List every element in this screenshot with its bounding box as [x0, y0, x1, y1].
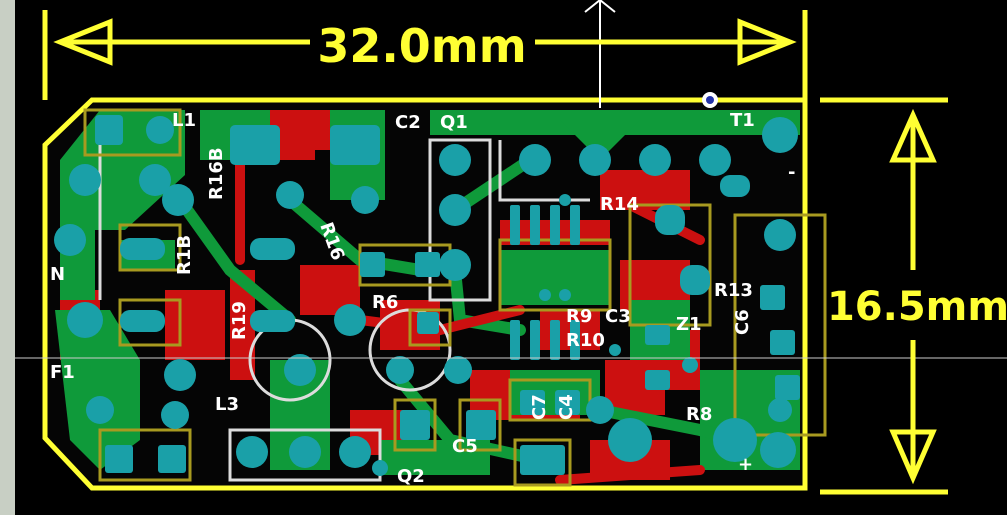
label-r6: R6 [372, 292, 398, 313]
label-r10: R10 [566, 330, 605, 351]
label-c6: C6 [732, 309, 753, 335]
label-c5: C5 [452, 436, 478, 457]
height-dimension [820, 97, 948, 495]
through-hole-pads [54, 116, 798, 476]
label-r19: R19 [229, 301, 250, 340]
height-dimension-label: 16.5mm [827, 284, 1007, 330]
label-f1: F1 [50, 362, 75, 383]
label-c4: C4 [556, 394, 577, 420]
label-c2: C2 [395, 112, 421, 133]
smd-pads [95, 115, 800, 475]
width-dimension-label: 32.0mm [317, 19, 526, 73]
label-c7: C7 [529, 394, 550, 420]
label-r14: R14 [600, 194, 639, 215]
label-minus: - [788, 162, 795, 183]
label-r13: R13 [714, 280, 753, 301]
label-n: N [50, 264, 65, 285]
fiducial-marker [702, 92, 718, 108]
label-r8: R8 [686, 404, 712, 425]
label-r16b: R16B [206, 147, 227, 200]
width-dimension [42, 10, 808, 100]
silk-hatch [98, 130, 590, 482]
label-l3: L3 [215, 394, 239, 415]
label-t1: T1 [730, 110, 755, 131]
cursor-arrow-icon [584, 0, 616, 13]
label-r1b: R1B [174, 235, 195, 275]
label-r9: R9 [566, 306, 592, 327]
photo-edge [0, 0, 15, 515]
label-q2: Q2 [397, 466, 425, 487]
label-q1: Q1 [440, 112, 468, 133]
label-l1: L1 [172, 110, 196, 131]
label-z1: Z1 [676, 314, 702, 335]
label-c3: C3 [605, 306, 631, 327]
label-plus: + [738, 454, 753, 475]
